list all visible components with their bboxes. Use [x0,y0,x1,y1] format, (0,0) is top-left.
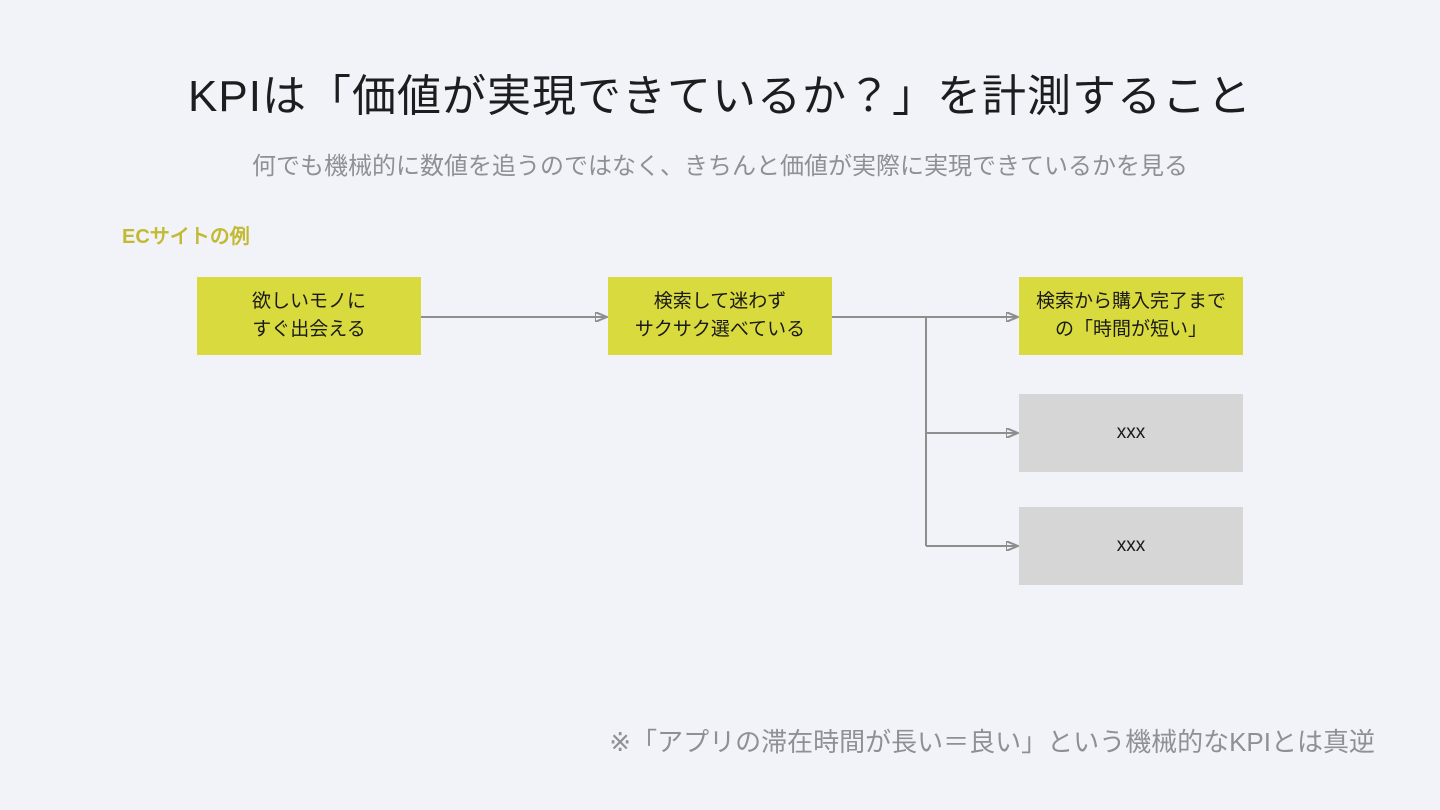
flow-box-kpi-1-label: 検索から購入完了まで の「時間が短い」 [1035,291,1226,340]
flow-box-value-1-label: 欲しいモノに すぐ出会える [251,291,366,340]
flow-box-value-1: 欲しいモノに すぐ出会える [197,277,421,355]
flow-box-kpi-2-label: xxx [1116,422,1146,443]
slide-subtitle: 何でも機械的に数値を追うのではなく、きちんと価値が実際に実現できているかを見る [252,153,1188,180]
flow-box-value-2-label: 検索して迷わず サクサク選べている [634,291,806,340]
flow-box-kpi-3-label: xxx [1116,535,1146,556]
flow-box-value-2: 検索して迷わず サクサク選べている [608,277,832,355]
section-label: ECサイトの例 [122,226,250,248]
flow-box-kpi-2: xxx [1019,394,1243,472]
slide-title: KPIは「価値が実現できているか？」を計測すること [188,72,1252,121]
flow-box-kpi-1: 検索から購入完了まで の「時間が短い」 [1019,277,1243,355]
footnote: ※「アプリの滞在時間が長い＝良い」という機械的なKPIとは真逆 [609,727,1375,757]
flow-box-kpi-3: xxx [1019,507,1243,585]
